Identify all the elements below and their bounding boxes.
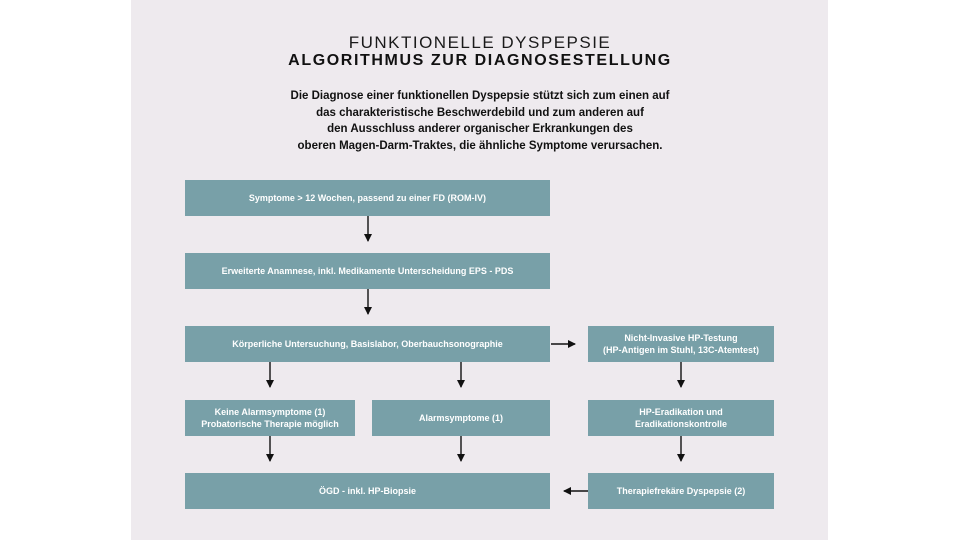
- intro-line: oberen Magen-Darm-Traktes, die ähnliche …: [297, 139, 663, 152]
- node-ogd: ÖGD - inkl. HP-Biopsie: [185, 473, 550, 509]
- intro-line: Die Diagnose einer funktionellen Dyspeps…: [290, 90, 670, 102]
- node-keine-alarm-line-1: Keine Alarmsymptome (1): [214, 407, 326, 417]
- intro-paragraph: Die Diagnose einer funktionellen Dyspeps…: [0, 88, 960, 154]
- node-symptome-text: Symptome > 12 Wochen, passend zu einer F…: [248, 193, 487, 203]
- node-therapiefrei-text: Therapiefrekäre Dyspepsie (2): [616, 486, 746, 496]
- title-line-1: FUNKTIONELLE DYSPEPSIE: [348, 33, 612, 52]
- intro-line: den Ausschluss anderer organischer Erkra…: [327, 123, 633, 135]
- node-keine-alarm-line-2: Probatorische Therapie möglich: [201, 419, 339, 429]
- node-hp-testung-line-2: (HP-Antigen im Stuhl, 13C-Atemtest): [602, 345, 759, 355]
- node-anamnese-text: Erweiterte Anamnese, inkl. Medikamente U…: [221, 266, 514, 276]
- node-untersuchung: Körperliche Untersuchung, Basislabor, Ob…: [185, 326, 550, 362]
- node-symptome: Symptome > 12 Wochen, passend zu einer F…: [185, 180, 550, 216]
- node-untersuchung-text: Körperliche Untersuchung, Basislabor, Ob…: [232, 339, 503, 349]
- title-line-2: ALGORITHMUS ZUR DIAGNOSESTELLUNG: [288, 52, 672, 69]
- node-hp-eradikation: HP-Eradikation und Eradikationskontrolle: [588, 400, 774, 436]
- intro-line: das charakteristische Beschwerdebild und…: [316, 106, 644, 119]
- node-anamnese: Erweiterte Anamnese, inkl. Medikamente U…: [185, 253, 550, 289]
- node-eradikation-line-1: HP-Eradikation und: [639, 407, 723, 417]
- node-keine-alarmsymptome: Keine Alarmsymptome (1) Probatorische Th…: [185, 400, 355, 436]
- node-hp-testung-line-1: Nicht-Invasive HP-Testung: [624, 333, 738, 343]
- node-alarmsymptome: Alarmsymptome (1): [372, 400, 550, 436]
- node-alarm-text: Alarmsymptome (1): [418, 413, 504, 423]
- node-eradikation-line-2: Eradikationskontrolle: [634, 419, 728, 429]
- node-ogd-text: ÖGD - inkl. HP-Biopsie: [318, 486, 416, 496]
- node-therapiefrekaere-dyspepsie: Therapiefrekäre Dyspepsie (2): [588, 473, 774, 509]
- node-hp-testung: Nicht-Invasive HP-Testung (HP-Antigen im…: [588, 326, 774, 362]
